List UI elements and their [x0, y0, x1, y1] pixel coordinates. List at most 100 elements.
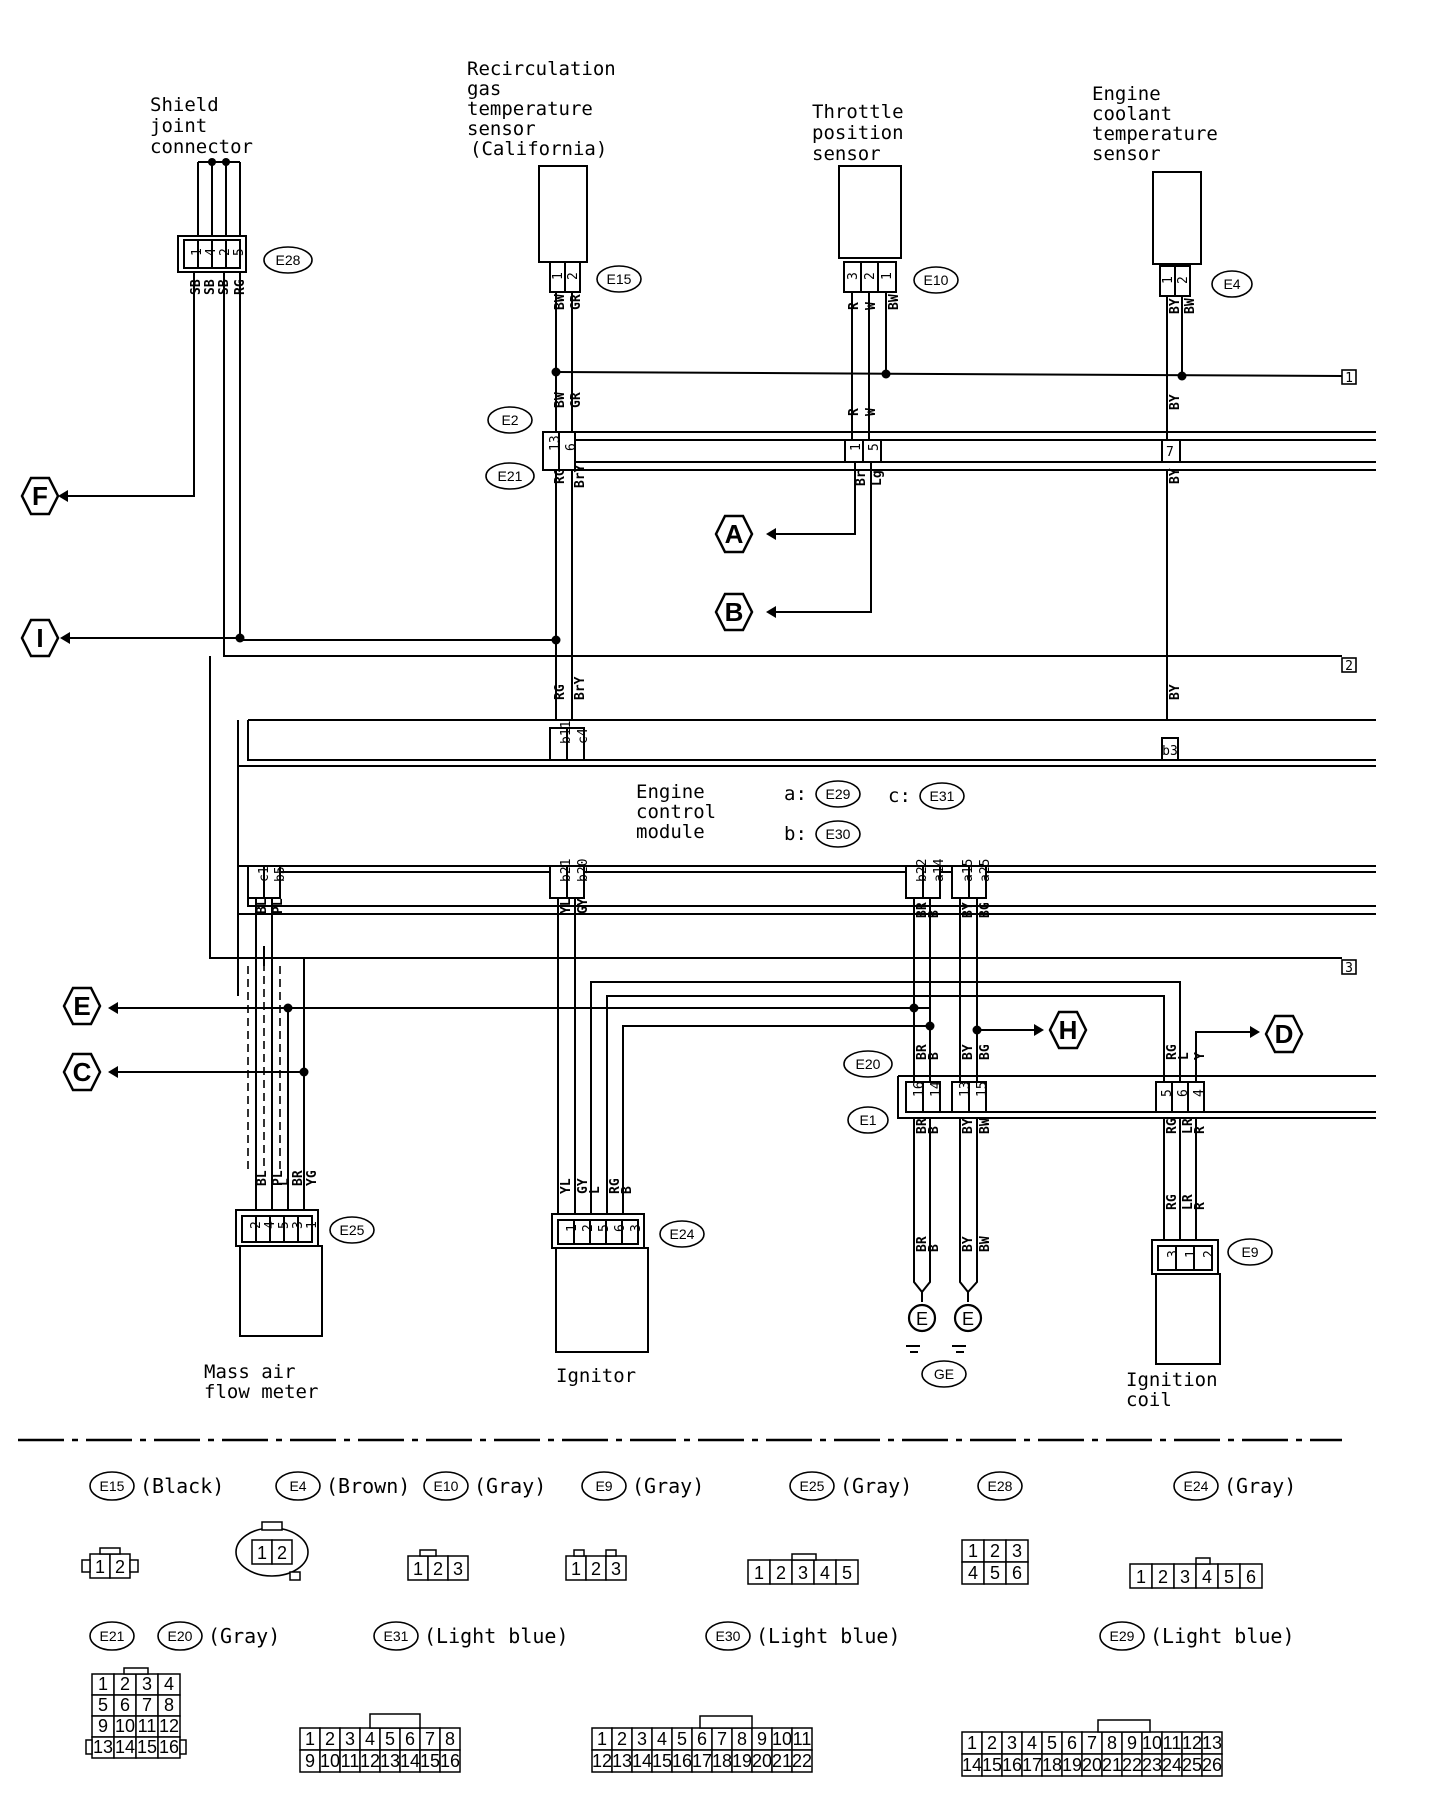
svg-text:11: 11 [1163, 1733, 1182, 1753]
svg-text:E10: E10 [434, 1478, 459, 1494]
svg-text:temperature: temperature [1092, 123, 1218, 145]
legend-item-e9: E9(Gray) [581, 1471, 704, 1501]
conn-e28-id: E28 [263, 246, 313, 274]
svg-text:2: 2 [566, 272, 581, 280]
recirc-sensor-label: Recirculation gas temperature sensor (Ca… [467, 58, 616, 160]
svg-text:BY: BY [961, 1236, 976, 1252]
svg-text:BY: BY [961, 1044, 976, 1060]
svg-text:2: 2 [1345, 659, 1353, 674]
svg-text:Engine: Engine [636, 781, 705, 803]
svg-text:3: 3 [846, 272, 861, 280]
svg-text:BR: BR [915, 1236, 930, 1252]
svg-text:BrY: BrY [573, 464, 588, 488]
svg-text:b21: b21 [559, 859, 574, 882]
conn-e9-id: E9 [1227, 1238, 1273, 1266]
svg-text:3: 3 [798, 1563, 808, 1583]
svg-text:E29: E29 [826, 786, 851, 802]
jump-I: I [20, 618, 60, 658]
svg-text:E30: E30 [716, 1628, 741, 1644]
svg-text:1: 1 [413, 1559, 423, 1579]
svg-text:4: 4 [820, 1563, 830, 1583]
svg-text:GE: GE [934, 1366, 954, 1382]
svg-text:E25: E25 [340, 1222, 365, 1238]
svg-text:Recirculation: Recirculation [467, 58, 616, 80]
svg-text:GY: GY [576, 1178, 591, 1194]
svg-text:R: R [847, 408, 862, 416]
svg-text:15: 15 [982, 1755, 1002, 1775]
svg-text:1: 1 [571, 1559, 581, 1579]
svg-text:E10: E10 [924, 272, 949, 288]
svg-text:Ignition: Ignition [1126, 1369, 1218, 1391]
svg-text:E: E [962, 1309, 974, 1329]
conn-e24-id: E24 [659, 1220, 705, 1248]
maf-body [239, 1245, 323, 1337]
jump-A: A [714, 514, 754, 554]
svg-text:6: 6 [120, 1695, 130, 1715]
ref-3-wire [209, 656, 1342, 959]
legend-item-e29: E29(Light blue) [1099, 1621, 1295, 1651]
ignitor-body [555, 1247, 649, 1353]
svg-text:4: 4 [365, 1729, 375, 1749]
e9-wire-codes: RG LR R [1165, 1194, 1208, 1210]
conn-e2-id: E2 [487, 406, 533, 434]
svg-text:b5: b5 [273, 866, 288, 882]
svg-text:2: 2 [863, 272, 878, 280]
throttle-sensor-body [838, 165, 902, 259]
svg-text:8: 8 [737, 1729, 747, 1749]
wire-to-D [1195, 1031, 1250, 1082]
legend-item-e30: E30(Light blue) [705, 1621, 901, 1651]
svg-text:BW: BW [1183, 298, 1198, 314]
e10-pins: 3 2 1 [843, 261, 897, 293]
svg-text:connector: connector [150, 136, 253, 158]
svg-text:R: R [847, 302, 862, 310]
svg-text:BG: BG [978, 902, 993, 918]
maf-shield-dashed [247, 950, 281, 1170]
svg-text:6: 6 [613, 1224, 628, 1232]
svg-text:5: 5 [842, 1563, 852, 1583]
svg-text:BL: BL [255, 1170, 270, 1186]
svg-text:3: 3 [637, 1729, 647, 1749]
svg-text:E1: E1 [859, 1112, 876, 1128]
svg-text:(Light blue): (Light blue) [424, 1624, 569, 1648]
legend-item-e21: E21 [89, 1621, 135, 1651]
svg-text:E: E [916, 1309, 928, 1329]
svg-text:2: 2 [1202, 1250, 1217, 1258]
svg-text:25: 25 [1182, 1755, 1202, 1775]
svg-text:B: B [927, 1244, 942, 1252]
svg-text:Shield: Shield [150, 94, 219, 116]
jump-E: E [62, 986, 102, 1026]
svg-text:coolant: coolant [1092, 103, 1172, 125]
svg-text:1: 1 [880, 272, 895, 280]
ecm-ground-wires [913, 898, 978, 1082]
svg-text:E: E [73, 991, 90, 1021]
svg-text:13: 13 [612, 1751, 632, 1771]
svg-text:(Gray): (Gray) [840, 1474, 912, 1498]
ecm-upper-wire-codes: RG BrY BY [553, 676, 1183, 700]
conn-e20-id: E20 [843, 1050, 893, 1078]
svg-text:1: 1 [565, 1224, 580, 1232]
svg-text:B: B [927, 910, 942, 918]
jump-D: D [1264, 1014, 1304, 1054]
svg-text:5: 5 [1160, 1089, 1175, 1097]
ignition-coil-label: Ignition coil [1126, 1369, 1218, 1411]
svg-text:26: 26 [1202, 1755, 1222, 1775]
svg-text:BW: BW [978, 1118, 993, 1134]
svg-text:16: 16 [672, 1751, 692, 1771]
ecm-body [237, 719, 1376, 996]
svg-text:GY: GY [576, 898, 591, 914]
svg-text:2: 2 [120, 1674, 130, 1694]
svg-text:RG: RG [608, 1178, 623, 1194]
svg-text:16: 16 [440, 1751, 460, 1771]
svg-text:2: 2 [617, 1729, 627, 1749]
svg-text:15: 15 [137, 1737, 157, 1757]
svg-text:12: 12 [592, 1751, 612, 1771]
ground-terminal-1: E [906, 1292, 937, 1353]
svg-text:BW: BW [887, 294, 902, 310]
svg-text:a14: a14 [932, 858, 947, 882]
svg-text:7: 7 [142, 1695, 152, 1715]
